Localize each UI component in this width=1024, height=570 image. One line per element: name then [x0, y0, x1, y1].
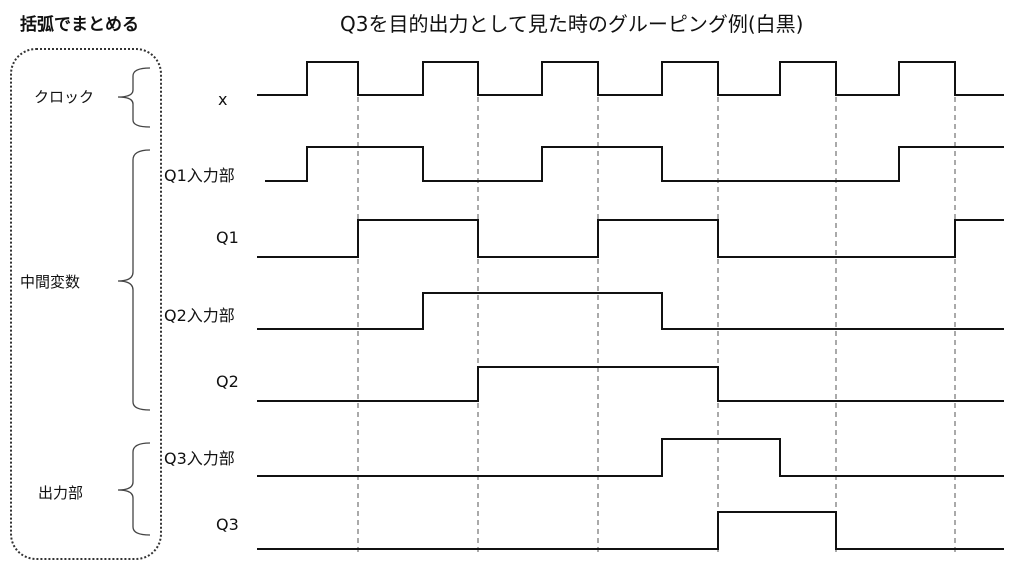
- brace-clock: [117, 67, 151, 128]
- signal-label-q2-input: Q2入力部: [164, 306, 235, 325]
- waveform-1: [265, 146, 1004, 182]
- signal-label-q3-input: Q3入力部: [164, 449, 235, 468]
- grouping-box: [10, 48, 162, 560]
- waveform-2: [257, 219, 1004, 258]
- group-label-clock: クロック: [34, 88, 95, 106]
- brace-intermediate: [117, 149, 151, 411]
- group-label-intermediate: 中間変数: [20, 273, 81, 291]
- signal-label-q1-input: Q1入力部: [164, 166, 235, 185]
- waveform-4: [257, 366, 1004, 402]
- waveform-3: [257, 292, 1004, 330]
- brace-output: [117, 442, 151, 536]
- signal-label-x: x: [218, 90, 228, 109]
- signal-label-q2: Q2: [216, 372, 239, 391]
- waveform-5: [257, 438, 1004, 477]
- diagram-title: Q3を目的出力として見た時のグルーピング例(白黒): [340, 12, 804, 36]
- signal-label-q3: Q3: [216, 515, 239, 534]
- signal-label-q1: Q1: [216, 228, 239, 247]
- waveform-0: [257, 61, 1004, 96]
- waveform-6: [257, 511, 1004, 550]
- group-label-output: 出力部: [38, 484, 84, 502]
- left-title: 括弧でまとめる: [20, 15, 139, 35]
